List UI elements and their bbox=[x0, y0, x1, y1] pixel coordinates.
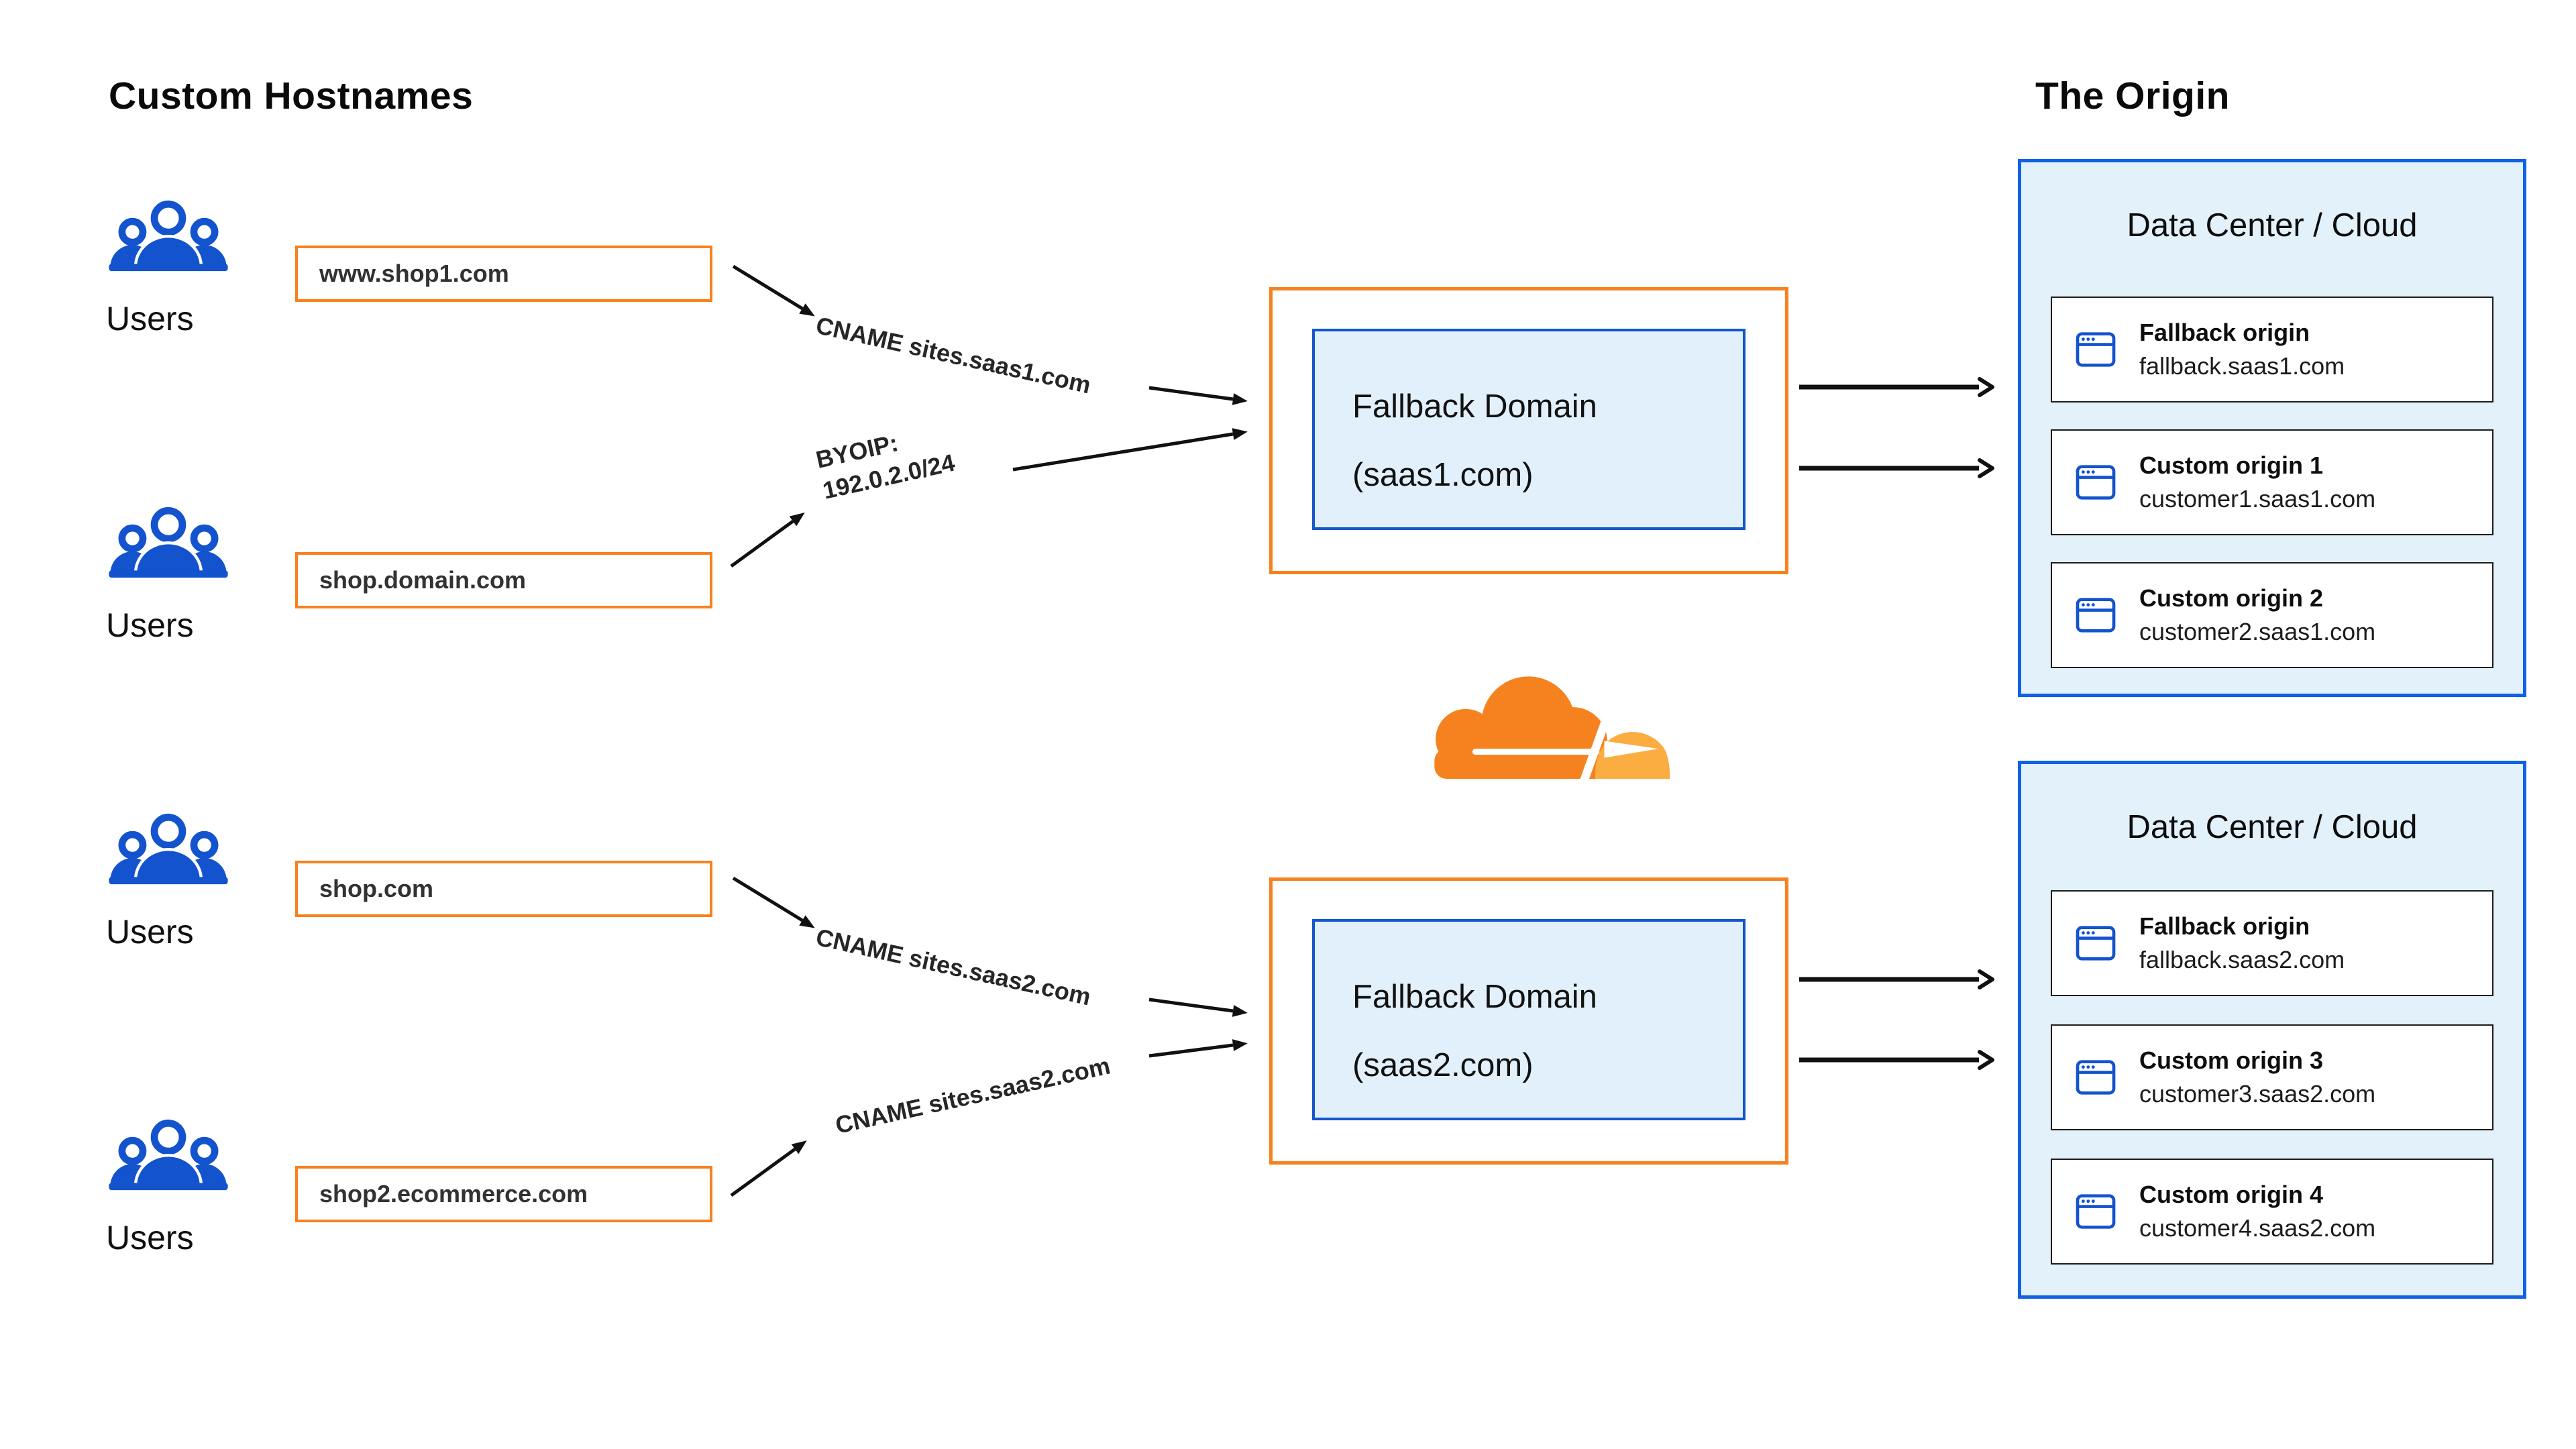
section-title-custom-hostnames: Custom Hostnames bbox=[109, 74, 474, 117]
origin-host: customer2.saas1.com bbox=[2139, 618, 2376, 645]
user-group-2: Users bbox=[106, 505, 231, 645]
origin-card-custom-origin-1: Custom origin 1 customer1.saas1.com bbox=[2051, 429, 2493, 535]
hostname-box-shopcom: shop.com bbox=[295, 861, 712, 917]
fallback-domain-zone: (saas1.com) bbox=[1352, 457, 1534, 493]
browser-window-icon bbox=[2076, 465, 2116, 500]
hostname-text: shop.com bbox=[319, 875, 434, 902]
origin-label: Custom origin 2 bbox=[2139, 584, 2324, 612]
origin-card-fallback-saas2: Fallback origin fallback.saas2.com bbox=[2051, 890, 2493, 996]
origin-host: customer4.saas2.com bbox=[2139, 1214, 2376, 1242]
fallback-domain-outer-saas2: Fallback Domain (saas2.com) bbox=[1269, 877, 1788, 1165]
origin-label: Custom origin 4 bbox=[2139, 1181, 2324, 1208]
cloudflare-logo bbox=[1434, 676, 1670, 786]
fallback-domain-inner-saas2: Fallback Domain (saas2.com) bbox=[1312, 919, 1746, 1120]
origin-label: Fallback origin bbox=[2139, 912, 2310, 940]
browser-window-icon bbox=[2076, 1194, 2116, 1229]
arrow-byoip-to-fallback bbox=[1012, 428, 1248, 472]
origin-label: Fallback origin bbox=[2139, 319, 2310, 346]
origin-host: customer1.saas1.com bbox=[2139, 485, 2376, 513]
user-group-4: Users bbox=[106, 1118, 231, 1257]
browser-window-icon bbox=[2076, 598, 2116, 633]
user-group-1: Users bbox=[106, 199, 231, 338]
arrow-shopcom-to-cname bbox=[732, 876, 815, 928]
users-icon bbox=[109, 200, 228, 273]
browser-window-icon bbox=[2076, 926, 2116, 961]
users-label: Users bbox=[106, 606, 194, 644]
users-label: Users bbox=[106, 300, 194, 337]
datacenter-title: Data Center / Cloud bbox=[2127, 207, 2418, 244]
users-icon bbox=[109, 1119, 228, 1192]
users-icon bbox=[109, 506, 228, 580]
origin-card-custom-origin-4: Custom origin 4 customer4.saas2.com bbox=[2051, 1159, 2493, 1265]
fallback-domain-zone: (saas2.com) bbox=[1352, 1047, 1534, 1083]
users-label: Users bbox=[106, 913, 194, 951]
fallback-domain-outer-saas1: Fallback Domain (saas1.com) bbox=[1269, 287, 1788, 574]
arrow-cname-saas1-to-fallback bbox=[1148, 386, 1248, 405]
origin-host: customer3.saas2.com bbox=[2139, 1080, 2376, 1108]
arrow-shopdomain-to-byoip bbox=[730, 513, 805, 568]
hostname-box-shopdomain: shop.domain.com bbox=[295, 552, 712, 608]
datacenter-box-1: Data Center / Cloud Fallback origin fall… bbox=[2018, 159, 2526, 697]
browser-window-icon bbox=[2076, 1060, 2116, 1095]
cloudflare-cloud-dark bbox=[1434, 676, 1608, 780]
datacenter-box-2: Data Center / Cloud Fallback origin fall… bbox=[2018, 761, 2526, 1299]
arrow-cname-saas2b-to-fallback bbox=[1148, 1039, 1248, 1058]
arrow-cname-saas2a-to-fallback bbox=[1148, 998, 1248, 1017]
origin-host: fallback.saas1.com bbox=[2139, 352, 2345, 380]
origin-card-custom-origin-2: Custom origin 2 customer2.saas1.com bbox=[2051, 562, 2493, 668]
origin-card-fallback-saas1: Fallback origin fallback.saas1.com bbox=[2051, 297, 2493, 402]
arrow-shop1-to-cname bbox=[732, 264, 815, 317]
hostname-text: shop.domain.com bbox=[319, 566, 527, 594]
users-icon bbox=[109, 813, 228, 886]
hostname-text: www.shop1.com bbox=[319, 260, 509, 287]
users-label: Users bbox=[106, 1219, 194, 1256]
hostname-box-shop2: shop2.ecommerce.com bbox=[295, 1166, 712, 1222]
origin-label: Custom origin 1 bbox=[2139, 451, 2324, 479]
fallback-domain-inner-saas1: Fallback Domain (saas1.com) bbox=[1312, 329, 1746, 530]
origin-card-custom-origin-3: Custom origin 3 customer3.saas2.com bbox=[2051, 1024, 2493, 1130]
datacenter-title: Data Center / Cloud bbox=[2127, 809, 2418, 845]
hostname-text: shop2.ecommerce.com bbox=[319, 1180, 588, 1208]
fallback-domain-title: Fallback Domain bbox=[1352, 979, 1597, 1015]
user-group-3: Users bbox=[106, 812, 231, 951]
section-title-the-origin: The Origin bbox=[2035, 74, 2230, 117]
fallback-domain-title: Fallback Domain bbox=[1352, 388, 1597, 425]
origin-label: Custom origin 3 bbox=[2139, 1046, 2324, 1074]
browser-window-icon bbox=[2076, 332, 2116, 367]
origin-host: fallback.saas2.com bbox=[2139, 946, 2345, 973]
arrow-shop2-to-cname bbox=[730, 1140, 807, 1197]
hostname-box-shop1: www.shop1.com bbox=[295, 246, 712, 302]
